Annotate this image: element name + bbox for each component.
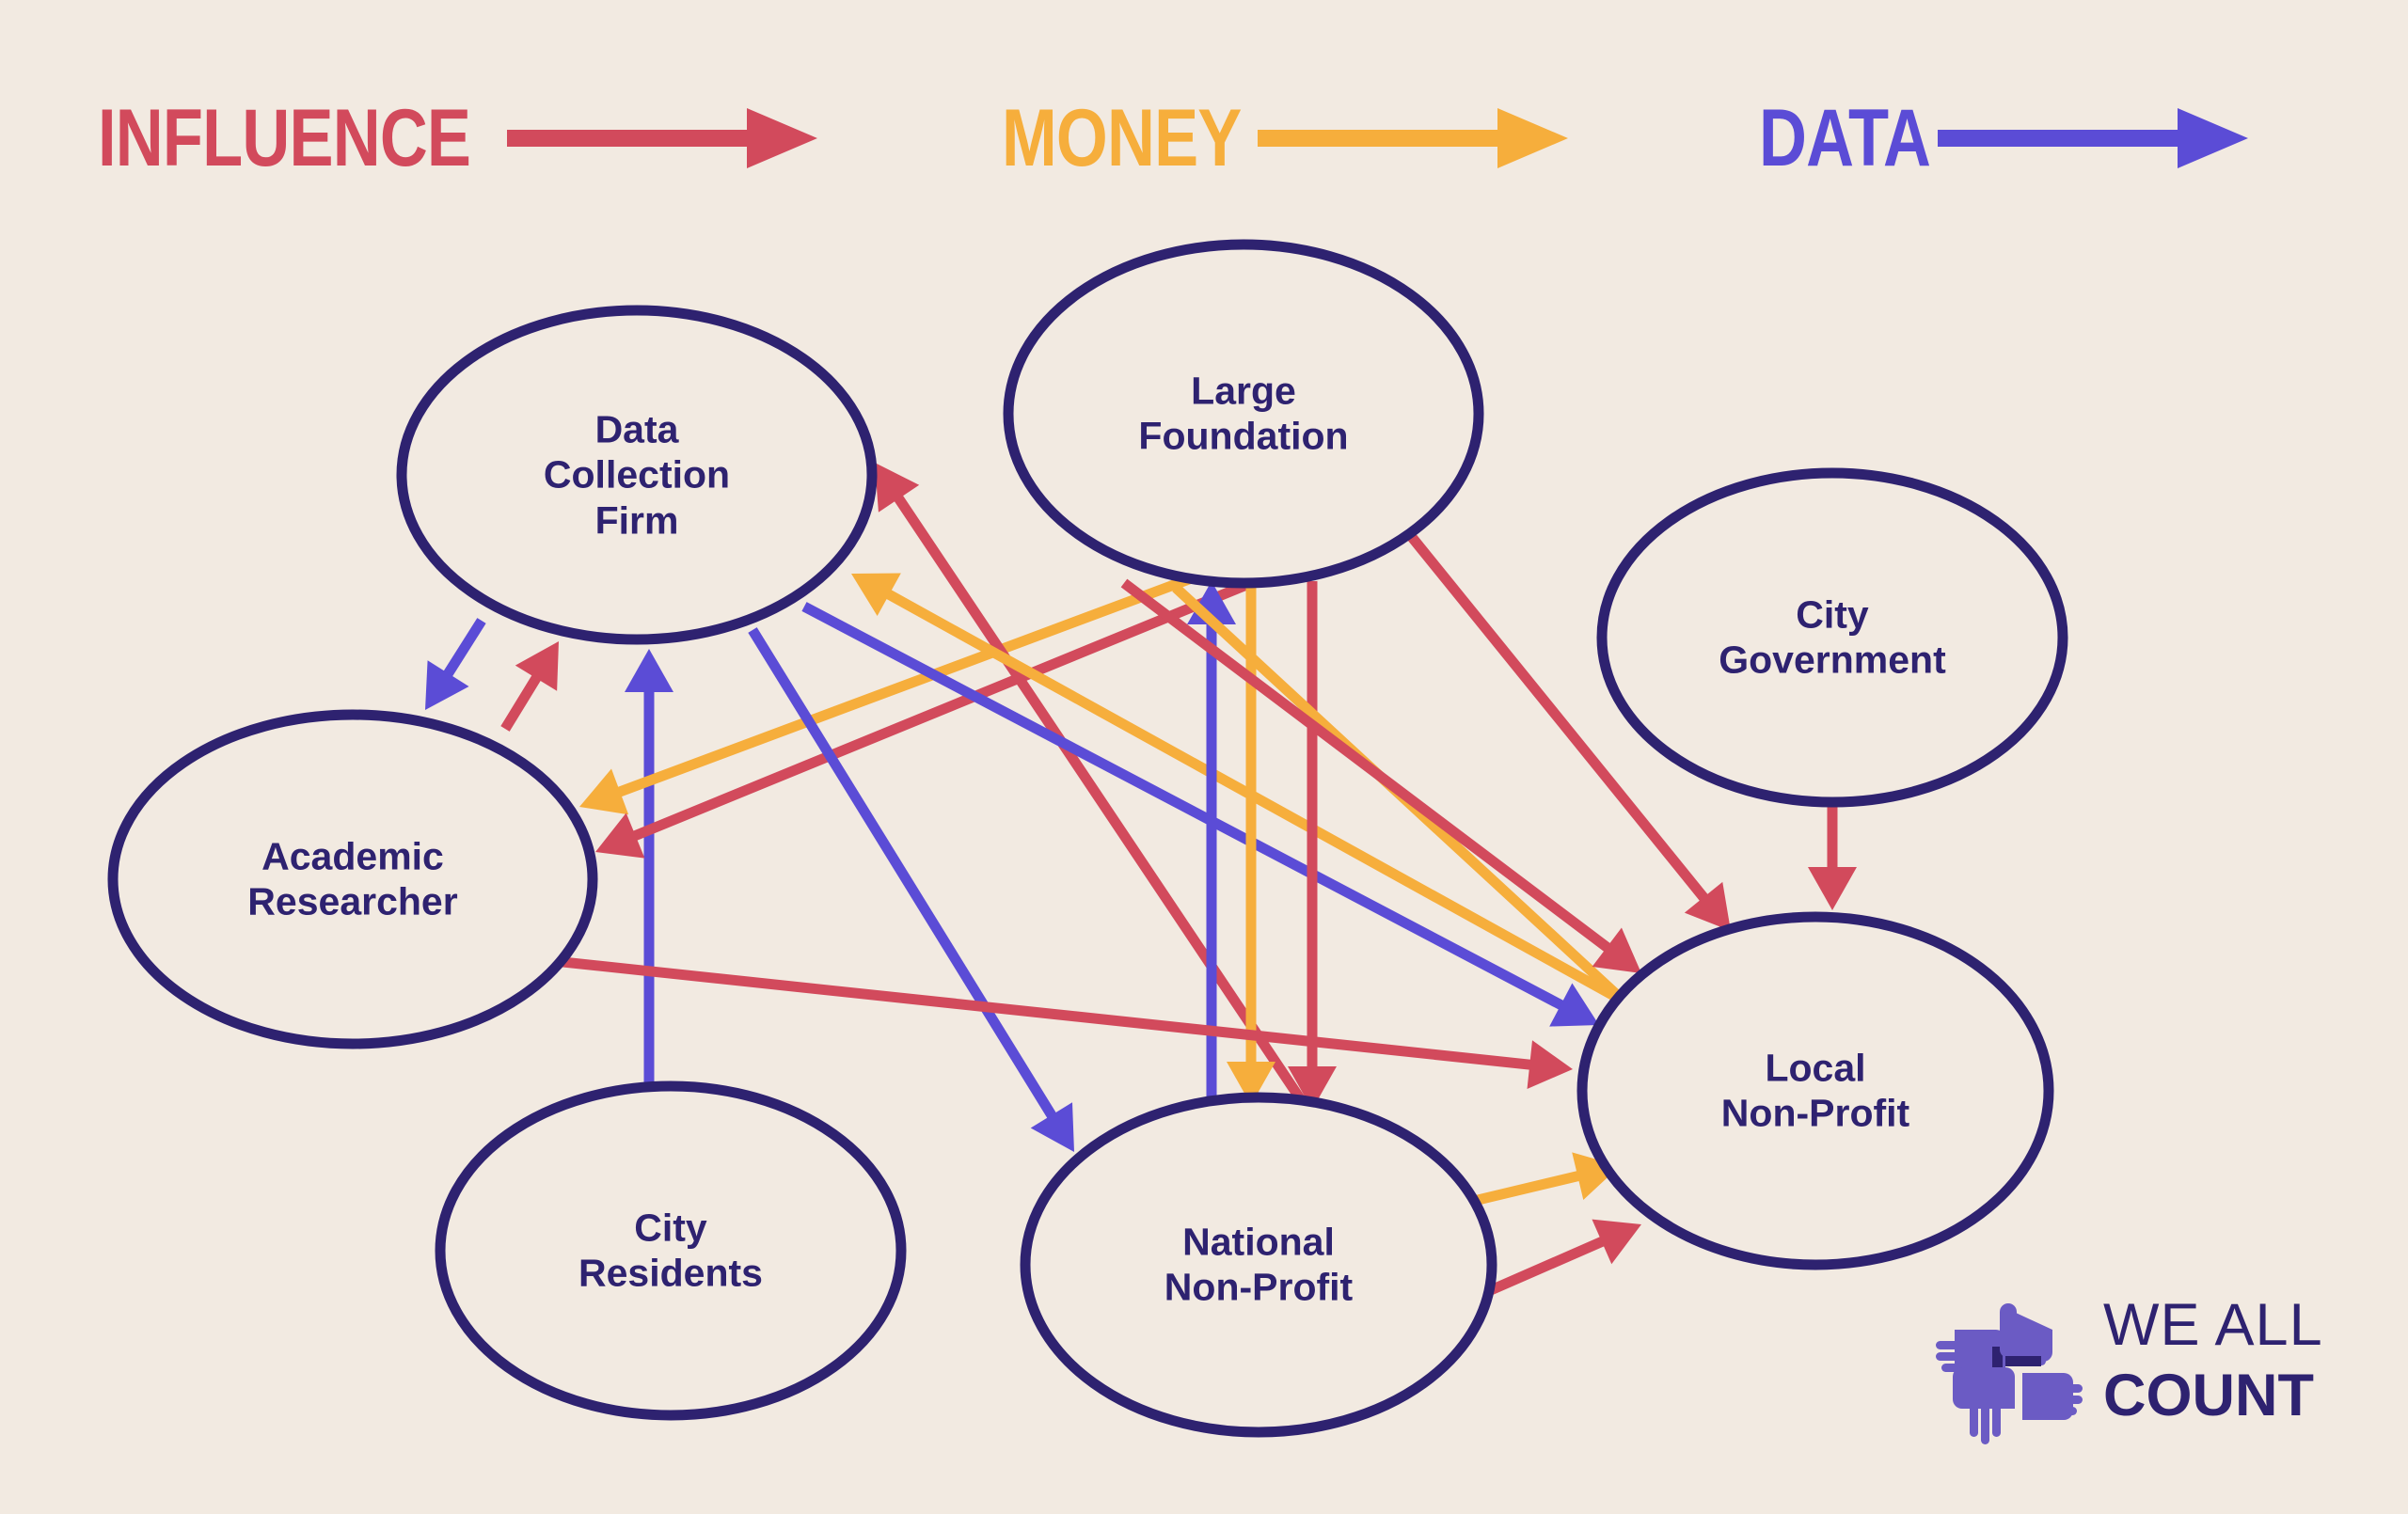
- four-hands-pinwheel-icon: [1936, 1303, 2083, 1444]
- edge-influence: [1288, 581, 1337, 1110]
- edge-influence: [535, 954, 1573, 1089]
- edge-influence: [595, 577, 1254, 859]
- we-all-count-logo: WE ALL COUNT: [1934, 1290, 2338, 1459]
- logo-line-2: COUNT: [2103, 1363, 2314, 1428]
- legend-item-money: MONEY: [1002, 87, 1569, 190]
- edge-influence: [1808, 804, 1857, 910]
- node-data-collection-firm[interactable]: [396, 305, 878, 645]
- edge-influence: [875, 463, 1312, 1113]
- legend-item-influence: INFLUENCE: [98, 87, 818, 190]
- arrow-right-icon: [507, 108, 818, 168]
- legend-item-data: DATA: [1759, 87, 2249, 190]
- node-national-non-profit[interactable]: [1020, 1092, 1497, 1438]
- legend-label-data: DATA: [1759, 93, 1931, 183]
- edge-influence: [1120, 578, 1641, 973]
- edge-money: [851, 573, 1687, 1039]
- edge-data: [801, 602, 1599, 1027]
- edge-data: [425, 618, 486, 710]
- logo-wordmark: WE ALL COUNT: [2103, 1296, 2338, 1456]
- edge-data: [748, 627, 1074, 1152]
- logo-line-1: WE ALL: [2103, 1292, 2323, 1358]
- legend-label-influence: INFLUENCE: [98, 93, 471, 183]
- edge-influence: [500, 641, 559, 732]
- legend-label-money: MONEY: [1002, 93, 1242, 183]
- edge-data: [625, 649, 673, 1086]
- edge-influence: [1406, 532, 1731, 931]
- node-large-foundation[interactable]: [1003, 239, 1484, 589]
- legend: INFLUENCE MONEY DATA: [0, 87, 2408, 190]
- node-local-non-profit[interactable]: [1576, 911, 2054, 1270]
- arrow-right-icon: [1938, 108, 2249, 168]
- node-academic-researcher[interactable]: [107, 709, 598, 1049]
- node-city-residents[interactable]: [435, 1080, 907, 1421]
- edge-money: [579, 568, 1206, 815]
- arrow-right-icon: [1258, 108, 1569, 168]
- node-city-government[interactable]: [1596, 467, 2068, 808]
